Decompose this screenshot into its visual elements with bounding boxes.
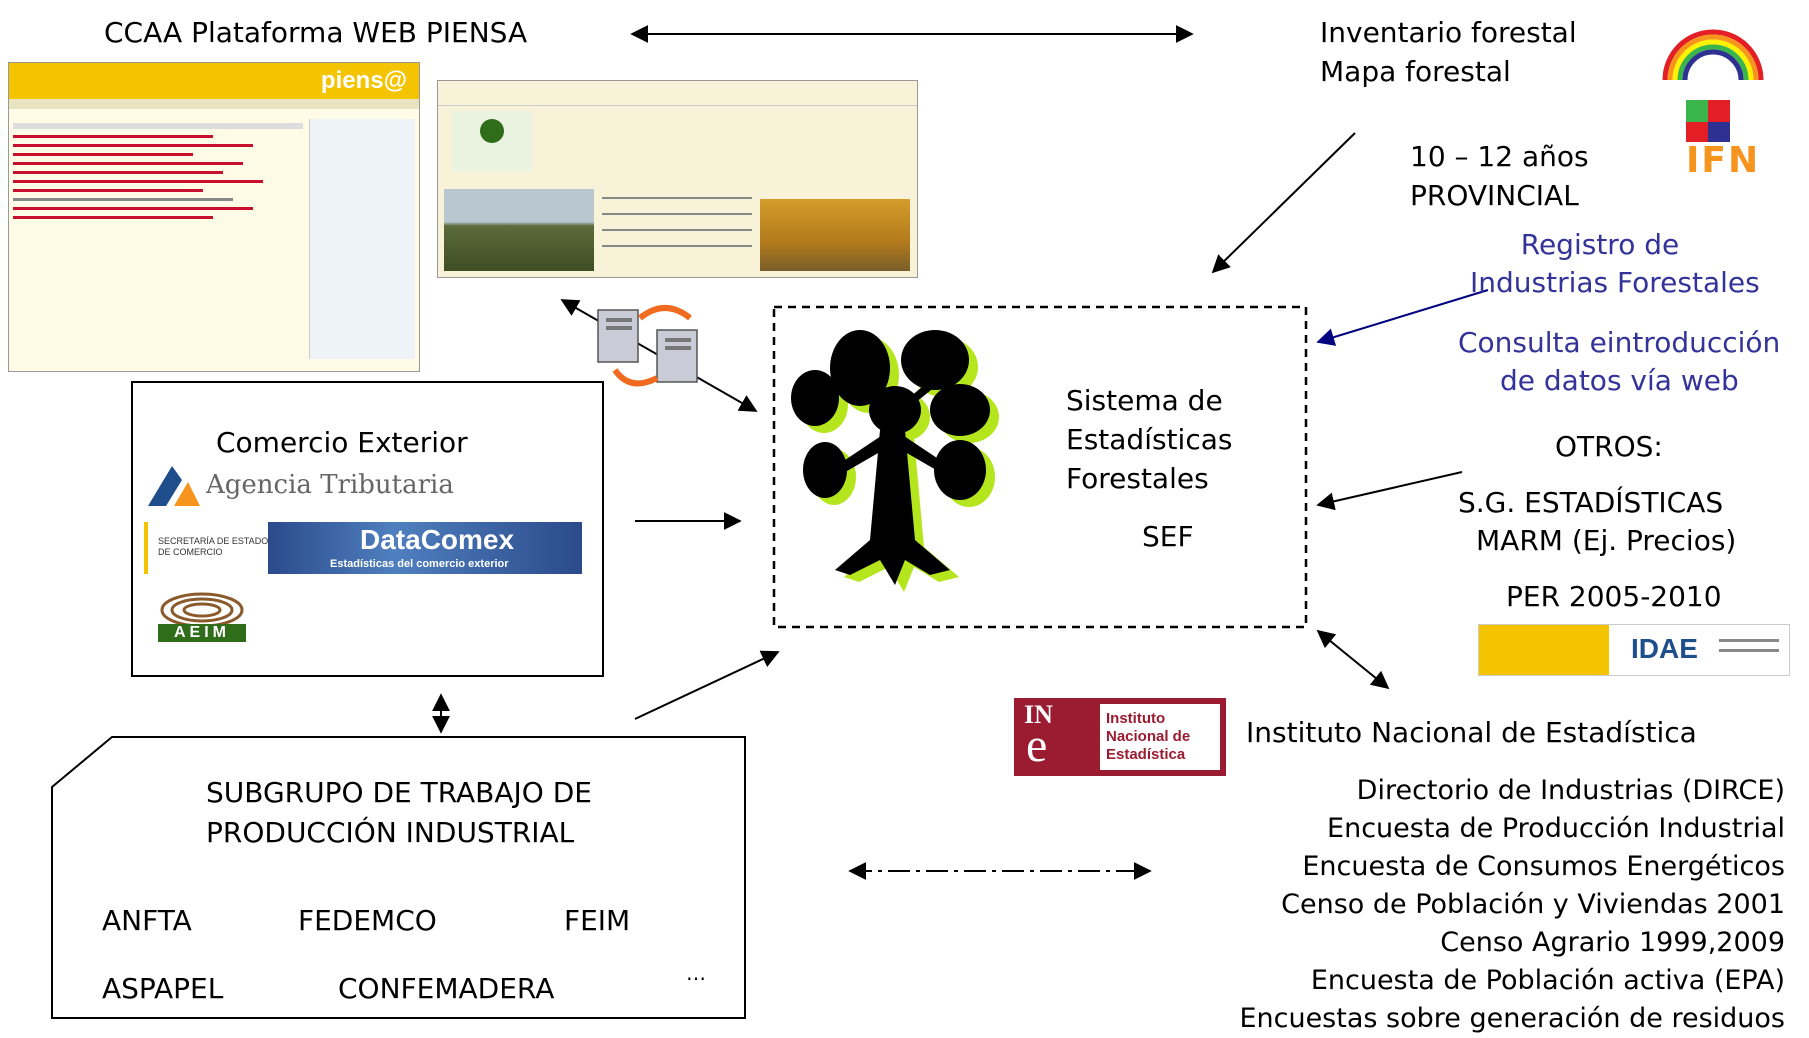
piensa-label: CCAA Plataforma WEB PIENSA bbox=[104, 16, 528, 49]
ine-logo-mark-top: IN bbox=[1024, 700, 1053, 729]
subgrupo-member: ASPAPEL bbox=[102, 972, 224, 1005]
sef-line3: Forestales bbox=[1066, 462, 1209, 495]
piensa-screenshot-forest bbox=[437, 80, 918, 278]
ine-items-list: Directorio de Industrias (DIRCE) Encuest… bbox=[1239, 772, 1785, 1038]
datacomex-logo: SECRETARÍA DE ESTADO DE COMERCIO DataCom… bbox=[144, 522, 582, 574]
aeim-text: AEIM bbox=[158, 624, 246, 642]
ine-name: Instituto Nacional de Estadística bbox=[1246, 716, 1697, 749]
sef-box bbox=[772, 305, 1308, 629]
subgrupo-member: FEIM bbox=[564, 904, 631, 937]
secretaria-line2: DE COMERCIO bbox=[158, 547, 223, 557]
tree-icon bbox=[791, 330, 999, 592]
agencia-tributaria-text: Agencia Tributaria bbox=[206, 470, 454, 500]
subgrupo-member: CONFEMADERA bbox=[338, 972, 555, 1005]
comercio-box bbox=[131, 381, 604, 677]
idae-logo-text: IDAE bbox=[1631, 633, 1698, 664]
ine-item: Encuesta de Consumos Energéticos bbox=[1302, 851, 1785, 882]
arrow-otros-sef bbox=[1316, 471, 1463, 511]
piensa-header: piens@ bbox=[9, 63, 419, 99]
ifn-scope: PROVINCIAL bbox=[1410, 179, 1579, 212]
ine-item: Encuestas sobre generación de residuos bbox=[1239, 1003, 1785, 1034]
aeim-logo: AEIM bbox=[152, 584, 252, 652]
arrow-ine-sef bbox=[1316, 629, 1390, 690]
subgrupo-member: FEDEMCO bbox=[298, 904, 437, 937]
registro-line2: Industrias Forestales bbox=[1470, 266, 1760, 299]
sef-line1: Sistema de bbox=[1066, 384, 1223, 417]
sef-line2: Estadísticas bbox=[1066, 423, 1233, 456]
secretaria-line1: SECRETARÍA DE ESTADO bbox=[158, 536, 269, 546]
otros-line2: S.G. ESTADÍSTICAS bbox=[1458, 486, 1724, 519]
ine-logo: IN e Instituto Nacional de Estadística bbox=[1014, 698, 1226, 776]
otros-line4: PER 2005-2010 bbox=[1506, 580, 1722, 613]
ine-item: Censo de Población y Viviendas 2001 bbox=[1281, 889, 1785, 920]
rainbow-icon bbox=[1662, 29, 1764, 142]
ifn-logo-text: IFN bbox=[1686, 140, 1761, 181]
ifn-line1: Inventario forestal bbox=[1320, 16, 1577, 49]
subgrupo-title-line1: SUBGRUPO DE TRABAJO DE bbox=[206, 776, 592, 809]
ine-logo-line3: Estadística bbox=[1106, 746, 1186, 763]
piensa-logo: piens@ bbox=[320, 67, 407, 94]
arrow-ifn-sef bbox=[1211, 132, 1356, 274]
datacomex-text: DataComex bbox=[360, 524, 515, 555]
aeim-mark-icon bbox=[160, 592, 244, 628]
servers-icon bbox=[597, 305, 698, 387]
registro-line1: Registro de bbox=[1520, 228, 1680, 261]
ine-item: Encuesta de Población activa (EPA) bbox=[1310, 965, 1785, 996]
agencia-mark-icon bbox=[148, 466, 200, 506]
ine-item: Encuesta de Producción Industrial bbox=[1327, 813, 1785, 844]
otros-line3: MARM (Ej. Precios) bbox=[1476, 524, 1737, 557]
arrow-subgrupo-sef bbox=[634, 650, 780, 720]
registro-line4: de datos vía web bbox=[1500, 364, 1739, 397]
otros-line1: OTROS: bbox=[1555, 430, 1663, 463]
ine-logo-line1: Instituto bbox=[1106, 710, 1166, 727]
ifn-period: 10 – 12 años bbox=[1410, 140, 1589, 173]
ine-logo-line2: Nacional de bbox=[1106, 728, 1191, 745]
ine-logo-mark-bottom: e bbox=[1026, 719, 1048, 772]
comercio-title: Comercio Exterior bbox=[216, 426, 468, 459]
subgrupo-member: … bbox=[686, 961, 706, 985]
subgrupo-member: ANFTA bbox=[102, 904, 192, 937]
agencia-tributaria-logo: Agencia Tributaria bbox=[144, 460, 524, 510]
sef-acronym: SEF bbox=[1142, 520, 1194, 553]
ifn-line2: Mapa forestal bbox=[1320, 55, 1511, 88]
datacomex-subtitle: Estadísticas del comercio exterior bbox=[330, 558, 509, 570]
ine-item: Censo Agrario 1999,2009 bbox=[1440, 927, 1785, 958]
piensa-screenshot-main: piens@ bbox=[8, 62, 420, 372]
ine-item: Directorio de Industrias (DIRCE) bbox=[1356, 775, 1785, 806]
registro-line3: Consulta eintroducción bbox=[1458, 326, 1781, 359]
subgrupo-box bbox=[51, 736, 746, 1019]
arrow-registro-sef bbox=[1316, 289, 1489, 346]
subgrupo-title-line2: PRODUCCIÓN INDUSTRIAL bbox=[206, 816, 575, 849]
idae-logo: IDAE bbox=[1478, 624, 1790, 676]
